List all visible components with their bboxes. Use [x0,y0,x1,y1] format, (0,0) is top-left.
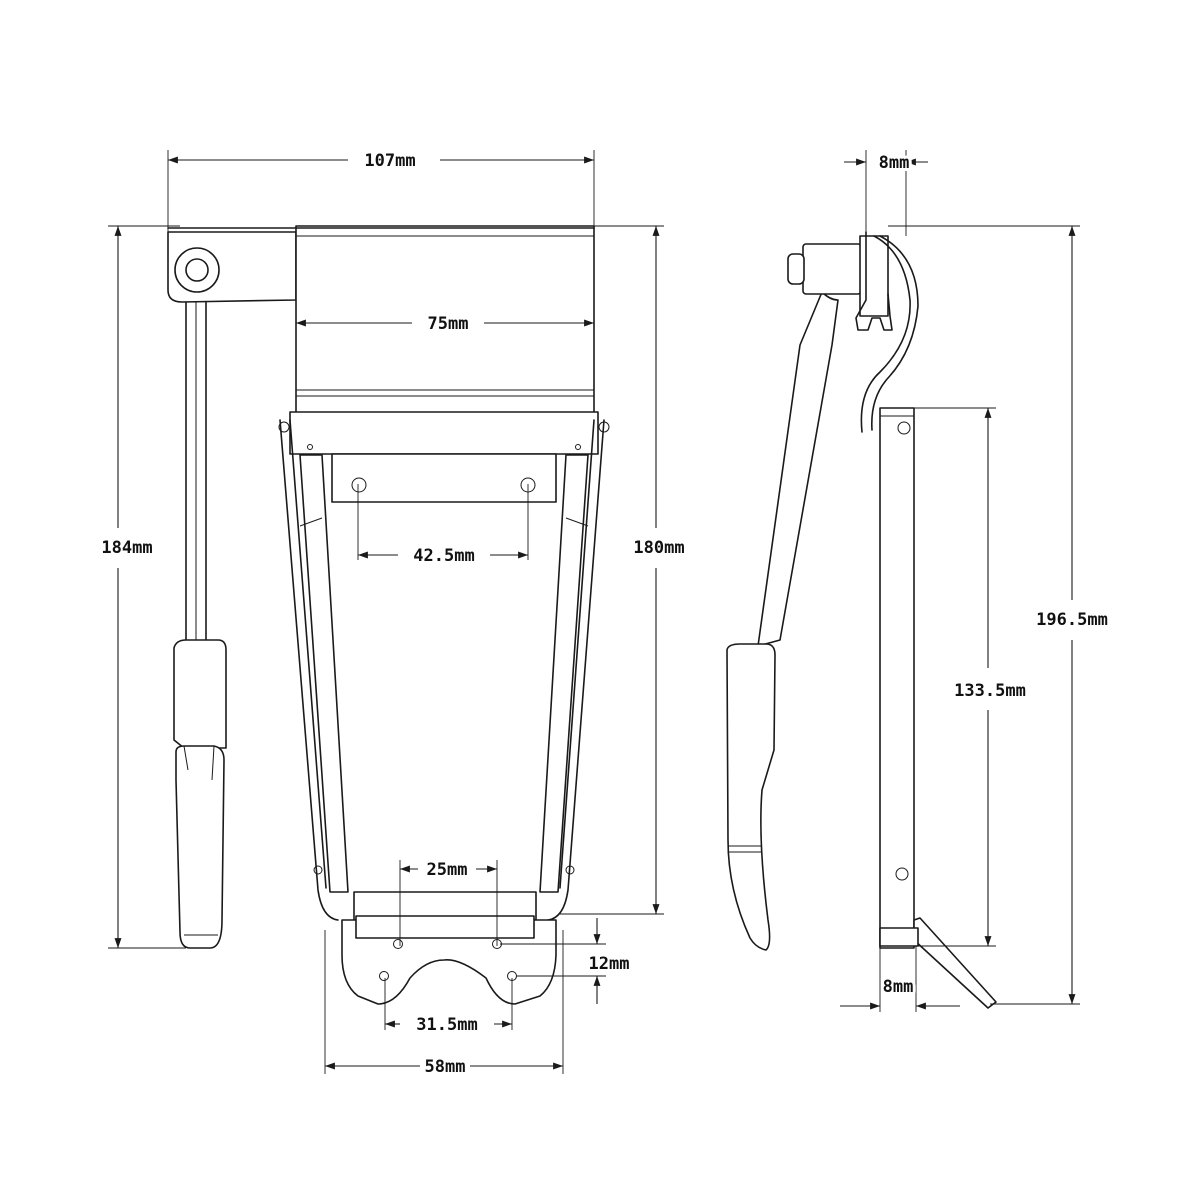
top-plate [167,225,595,417]
front-view [167,225,610,1005]
label-107: 107mm [364,151,415,171]
side-body [879,407,997,1009]
left-hinge-pin [278,421,290,433]
tail-hole-lower-left [379,971,389,981]
label-58: 58mm [425,1057,466,1077]
arm-mount [167,231,297,303]
dimension-labels: 107mm 75mm 42.5mm 184mm 180mm 25mm 12mm … [98,148,1110,1080]
label-side-8-top: 8mm [879,153,910,173]
tail-piece [341,891,557,1005]
vibrato-arm [173,299,227,949]
side-arm [726,291,839,951]
label-133-5: 133.5mm [954,681,1026,701]
label-31-5: 31.5mm [416,1015,477,1035]
hinge-plate [278,411,610,503]
label-side-8-bottom: 8mm [883,977,914,997]
label-75: 75mm [428,314,469,334]
tail-hole-upper-left [393,939,403,949]
mount-hole-left [351,477,367,493]
tapered-frame [279,419,605,921]
side-head [787,231,919,433]
label-25: 25mm [427,860,468,880]
label-42-5: 42.5mm [413,546,474,566]
label-196-5: 196.5mm [1036,610,1108,630]
label-12: 12mm [589,954,630,974]
label-180: 180mm [633,538,684,558]
side-view [726,231,997,1009]
dimension-lines [108,150,1080,1074]
label-184: 184mm [101,538,152,558]
